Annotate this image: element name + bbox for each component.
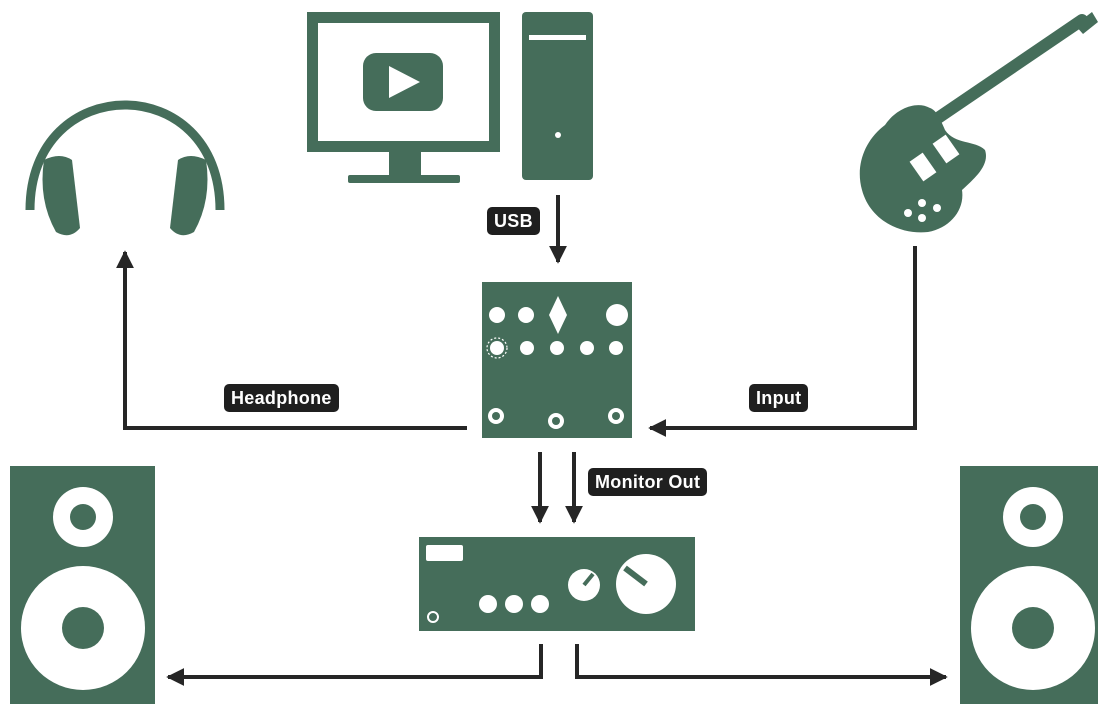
left-speaker-icon — [10, 466, 155, 704]
headphone-label: Headphone — [224, 384, 339, 412]
input-arrow — [648, 246, 917, 437]
audio-interface-icon — [482, 282, 632, 438]
right-speaker-icon — [960, 466, 1098, 704]
electric-guitar-icon — [859, 12, 1098, 233]
headphones-icon — [25, 100, 225, 236]
right-speaker-arrow — [575, 644, 948, 686]
monitor-icon — [307, 12, 500, 183]
play-button-icon — [363, 53, 443, 111]
usb-label: USB — [487, 207, 540, 235]
left-speaker-arrow — [166, 644, 543, 686]
input-label: Input — [749, 384, 809, 412]
headphone-arrow — [116, 250, 467, 430]
monitor-out-label: Monitor Out — [588, 468, 708, 496]
monitor-controller-icon — [419, 537, 695, 631]
pc-tower-icon — [522, 12, 593, 180]
